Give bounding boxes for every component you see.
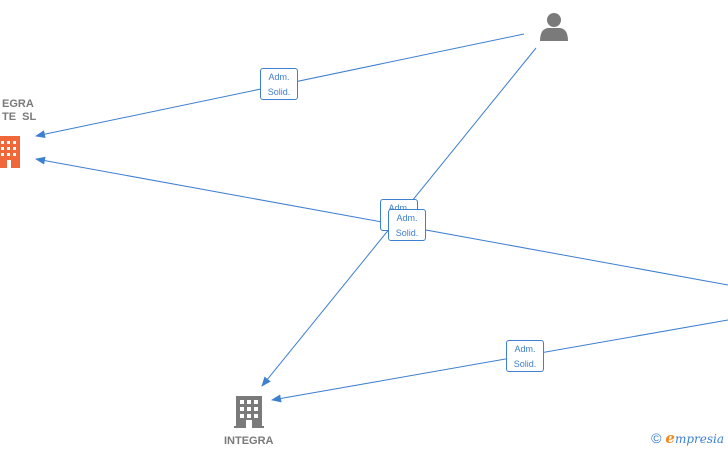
brand-logo[interactable]: empresia [665,429,724,447]
person-icon[interactable] [540,13,568,41]
company-top-label-line2: TE SL [2,111,37,123]
footer-brand: © empresia [651,429,724,447]
building-icon[interactable] [234,396,264,428]
company-top-label-line1: EGRA [2,98,34,110]
edge-role-line1: Adm. [514,344,536,354]
building-icon[interactable] [0,136,20,168]
edge-role-line2: Solid. [267,87,291,97]
company-top-label[interactable]: EGRA TE SL [0,98,36,124]
edge-role-line2: Solid. [513,359,537,369]
edge-role-line1: Adm. [268,72,290,82]
brand-logo-text: mpresia [674,432,724,446]
edge-role-badge[interactable]: Adm. Solid. [506,340,544,372]
edge-role-line1: Adm. [388,203,410,213]
copyright-symbol: © [651,430,662,446]
brand-logo-initial: e [665,429,675,447]
edge-line-right-to-company-bottom [271,319,728,403]
company-bottom-label[interactable]: INTEGRA [224,435,274,447]
edge-role-badge[interactable]: Adm. Solid. [388,209,426,241]
edge-role-line1: Adm. [396,213,418,223]
edge-role-badge[interactable]: Adm. Solid. [260,68,298,100]
edge-role-line2: Solid. [395,228,419,238]
